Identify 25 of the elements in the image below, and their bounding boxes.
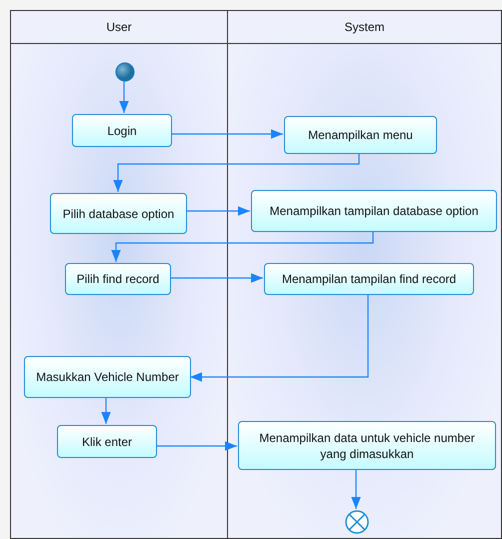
activity-box: Pilih find record: [65, 263, 171, 295]
arrow: [101, 397, 111, 424]
arrow: [190, 294, 369, 382]
lane-title: User: [106, 20, 132, 34]
activity-box: Login: [72, 114, 172, 147]
activity-box: Pilih database option: [50, 193, 187, 234]
arrow: [113, 153, 360, 192]
arrow: [186, 206, 250, 216]
arrow: [111, 231, 374, 262]
activity-box: Menampilkan data untuk vehicle number yang dimasukkan: [238, 421, 496, 470]
flow-final-node: [345, 510, 369, 534]
activity-box: Menampilkan menu: [284, 116, 437, 154]
swimlane: [10, 10, 228, 539]
start-node: [115, 62, 135, 82]
activity-box: Menampilkan tampilan database option: [251, 190, 497, 232]
arrow: [171, 129, 283, 139]
arrow: [170, 273, 263, 283]
arrow: [156, 441, 237, 451]
swimlane: [227, 10, 502, 539]
lane-title: System: [344, 20, 384, 34]
arrow: [119, 81, 129, 113]
activity-box: Menampilan tampilan find record: [264, 263, 474, 295]
activity-box: Klik enter: [57, 425, 157, 458]
activity-box: Masukkan Vehicle Number: [24, 356, 191, 398]
arrow: [351, 469, 361, 509]
